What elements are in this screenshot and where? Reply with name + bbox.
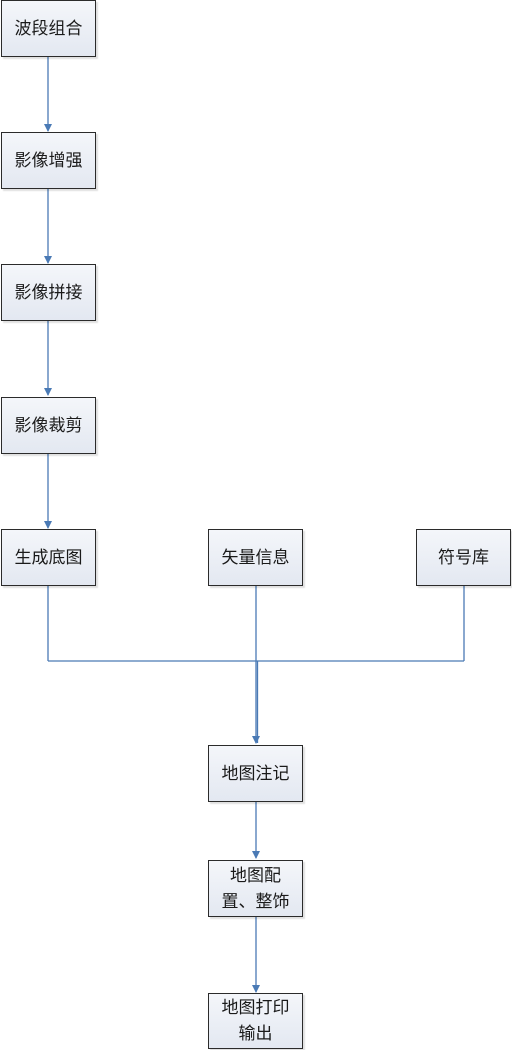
node-vector-info: 矢量信息 xyxy=(208,529,303,586)
node-image-mosaic: 影像拼接 xyxy=(1,264,96,321)
node-generate-basemap: 生成底图 xyxy=(1,529,96,586)
node-label: 影像增强 xyxy=(14,150,83,171)
node-image-clipping: 影像裁剪 xyxy=(1,397,96,454)
node-label-line-1: 地图配 xyxy=(230,865,281,886)
node-image-enhancement: 影像增强 xyxy=(1,132,96,189)
node-label: 波段组合 xyxy=(14,18,83,39)
node-label: 影像拼接 xyxy=(14,282,83,303)
node-map-layout: 地图配 置、整饰 xyxy=(208,860,303,917)
node-label: 矢量信息 xyxy=(221,547,290,568)
node-map-annotation: 地图注记 xyxy=(208,745,303,802)
node-label-line-2: 置、整饰 xyxy=(221,891,290,912)
node-label: 符号库 xyxy=(438,547,489,568)
node-label: 影像裁剪 xyxy=(14,415,83,436)
node-label-line-1: 地图打印 xyxy=(221,998,290,1018)
node-label: 地图注记 xyxy=(221,763,290,784)
node-label-line-2: 输出 xyxy=(238,1024,273,1044)
node-map-print: 地图打印 输出 xyxy=(208,993,303,1049)
node-label: 生成底图 xyxy=(14,547,83,568)
node-symbol-library: 符号库 xyxy=(416,529,511,586)
node-band-combination: 波段组合 xyxy=(1,0,96,57)
